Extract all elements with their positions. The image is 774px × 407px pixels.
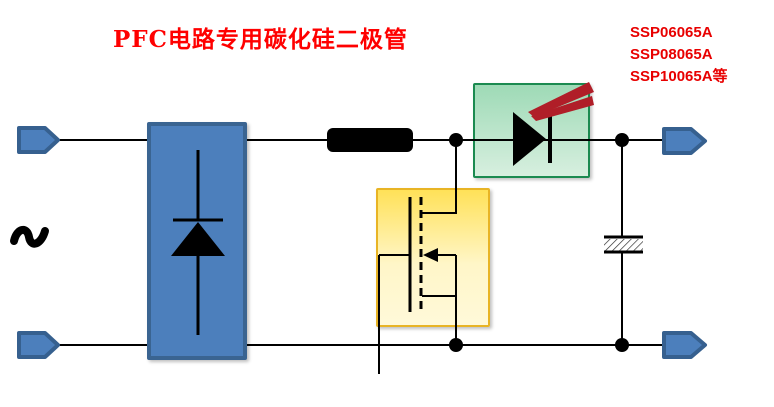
- bridge-rectifier-diode-icon: [171, 150, 225, 335]
- part-number: SSP08065A: [630, 46, 713, 63]
- junction-dot: [615, 133, 629, 147]
- output-capacitor-icon: [604, 140, 643, 345]
- junction-dot: [449, 133, 463, 147]
- red-pointer-arrow-icon: [528, 82, 594, 121]
- diagram-title: PFC电路专用碳化硅二极管: [113, 26, 408, 53]
- output-terminal-bottom: [662, 331, 707, 359]
- sic-boost-diode-icon: [513, 112, 552, 166]
- mosfet-switch-icon: [378, 140, 457, 374]
- part-number: SSP06065A: [630, 24, 713, 41]
- input-terminal-top: [17, 126, 60, 154]
- boost-inductor-icon: [327, 128, 413, 152]
- junction-dot: [449, 338, 463, 352]
- ac-source-icon: [10, 226, 49, 248]
- junction-dot: [615, 338, 629, 352]
- part-number-list: SSP06065A SSP08065A SSP10065A等: [630, 22, 728, 88]
- input-terminal-bottom: [17, 331, 60, 359]
- part-number: SSP10065A等: [630, 68, 728, 85]
- output-terminal-top: [662, 127, 707, 155]
